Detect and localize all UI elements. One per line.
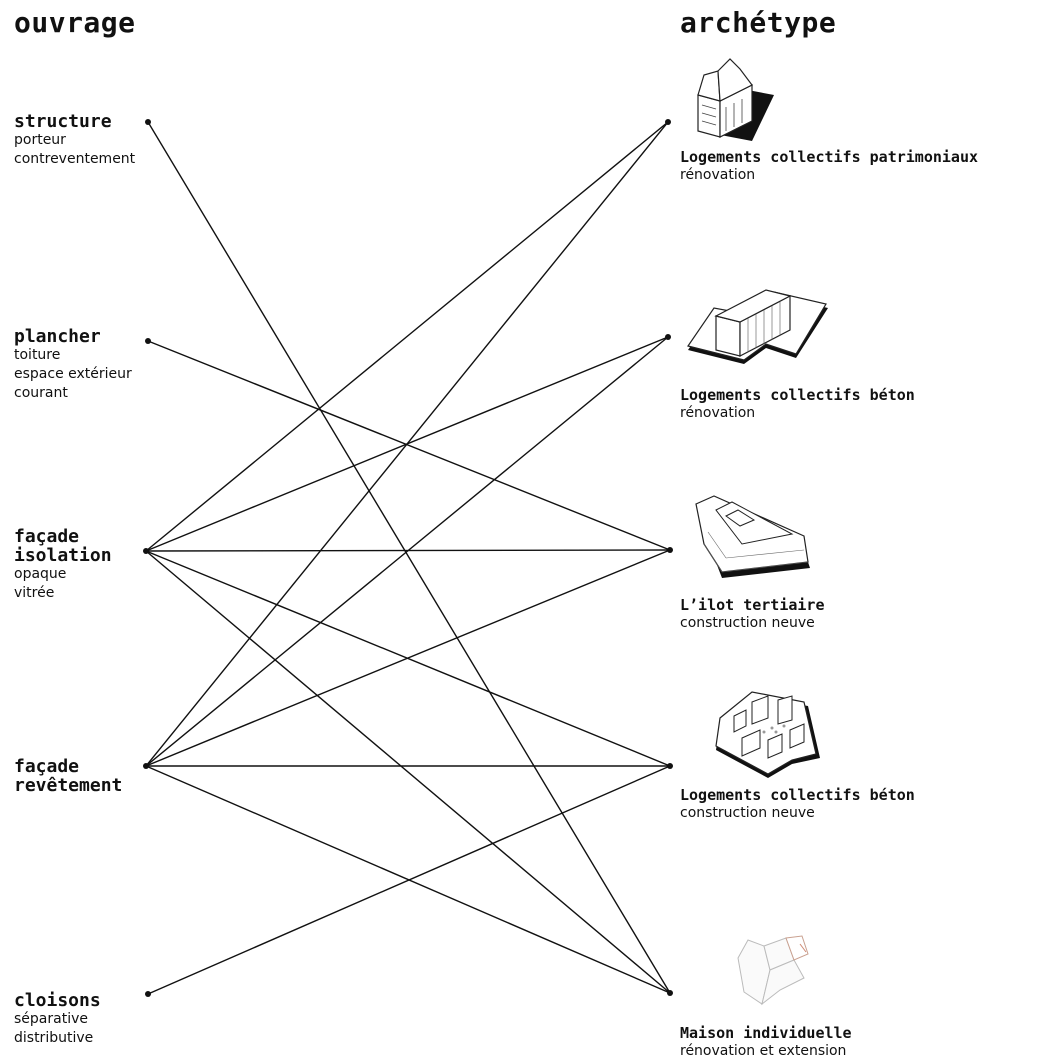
node-sub: courant: [14, 385, 68, 401]
link-plancher-to-ilot-tertiaire: [147, 340, 671, 551]
node-name: façade isolation: [14, 526, 112, 566]
node-name: cloisons: [14, 990, 101, 1011]
node-name: plancher: [14, 326, 101, 347]
ouvrage-node-plancher: plancher toiture espace extérieur couran…: [14, 327, 132, 403]
housing-block-icon: [715, 691, 820, 778]
node-name: structure: [14, 111, 112, 132]
anchor-dot-plancher: [145, 338, 151, 344]
anchor-dot-beton-neuf: [667, 763, 673, 769]
node-sub: distributive: [14, 1030, 94, 1046]
anchor-dot-maison: [667, 990, 673, 996]
ouvrage-node-cloisons: cloisons séparative distributive: [14, 991, 101, 1048]
node-sub: opaque: [14, 566, 67, 582]
anchor-dot-facade-isolation: [143, 548, 149, 554]
node-sub: toiture: [14, 347, 61, 363]
ouvrage-node-facade-revetement: façade revêtement: [14, 757, 122, 795]
ouvrage-node-facade-isolation: façade isolation opaque vitrée: [14, 527, 112, 603]
archetype-node-maison: Maison individuelle rénovation et extens…: [680, 1024, 852, 1060]
archetype-node-beton-renovation: Logements collectifs béton rénovation: [680, 386, 915, 422]
column-header-archetype: archétype: [680, 6, 837, 39]
node-sub: rénovation et extension: [680, 1043, 847, 1059]
node-name: Logements collectifs béton: [680, 386, 915, 404]
heritage-building-icon: [697, 58, 774, 141]
node-name: Logements collectifs béton: [680, 786, 915, 804]
archetype-node-beton-neuf: Logements collectifs béton construction …: [680, 786, 915, 822]
ouvrage-node-structure: structure porteur contreventement: [14, 112, 135, 169]
node-name: façade revêtement: [14, 756, 123, 796]
link-facade-isolation-to-patrimoniaux: [145, 121, 669, 552]
anchor-dot-beton-renovation: [665, 334, 671, 340]
link-structure-to-maison: [147, 121, 671, 994]
node-sub: rénovation: [680, 167, 756, 183]
node-sub: porteur: [14, 132, 66, 148]
node-sub: construction neuve: [680, 615, 815, 631]
node-sub: séparative: [14, 1011, 88, 1027]
concrete-bar-building-icon: [687, 289, 828, 364]
archetype-node-patrimoniaux: Logements collectifs patrimoniaux rénova…: [680, 148, 978, 184]
anchor-dot-facade-revetement: [143, 763, 149, 769]
node-sub: construction neuve: [680, 805, 815, 821]
node-sub: rénovation: [680, 405, 756, 421]
anchor-dot-patrimoniaux: [665, 119, 671, 125]
link-facade-revetement-to-beton-renovation: [145, 336, 669, 767]
node-name: L’ilot tertiaire: [680, 596, 825, 614]
node-name: Maison individuelle: [680, 1024, 852, 1042]
anchor-dot-structure: [145, 119, 151, 125]
node-sub: contreventement: [14, 151, 136, 167]
office-block-icon: [695, 495, 810, 578]
link-facade-revetement-to-ilot-tertiaire: [145, 549, 671, 767]
column-header-ouvrage: ouvrage: [14, 6, 136, 39]
link-facade-revetement-to-maison: [145, 765, 671, 994]
anchor-dot-cloisons: [145, 991, 151, 997]
archetype-node-ilot-tertiaire: L’ilot tertiaire construction neuve: [680, 596, 825, 632]
link-cloisons-to-beton-neuf: [147, 765, 671, 995]
link-facade-isolation-to-maison: [145, 550, 671, 994]
anchor-dot-ilot-tertiaire: [667, 547, 673, 553]
link-facade-revetement-to-patrimoniaux: [145, 121, 669, 767]
node-sub: espace extérieur: [14, 366, 132, 382]
node-sub: vitrée: [14, 585, 55, 601]
node-name: Logements collectifs patrimoniaux: [680, 148, 979, 166]
house-extension-icon: [737, 935, 809, 1006]
